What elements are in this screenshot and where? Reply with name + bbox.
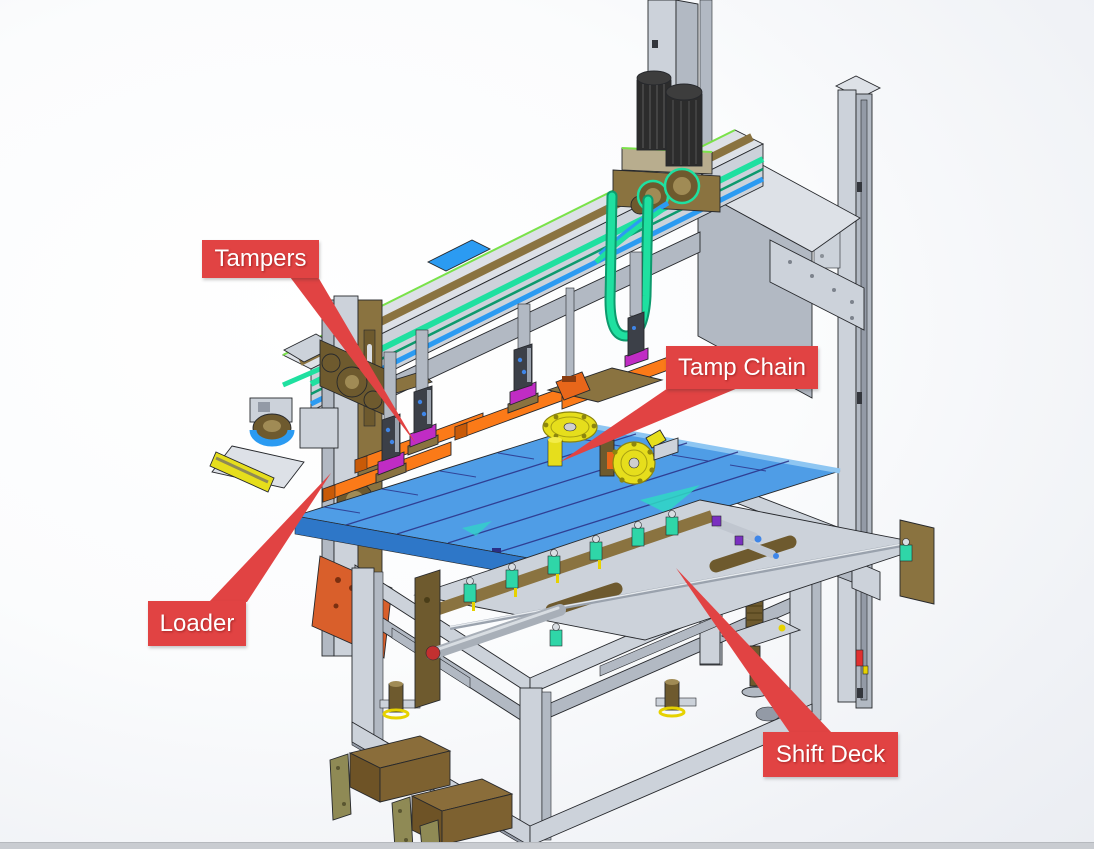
callout-shift-deck: Shift Deck (763, 732, 898, 777)
callout-label-loader: Loader (159, 609, 235, 637)
callout-leader-shift-deck (676, 568, 832, 733)
tamper-unit-2 (407, 329, 439, 456)
shift-deck-assembly (413, 499, 935, 709)
callout-label-tampers: Tampers (214, 245, 307, 272)
callout-tampers: Tampers (202, 240, 319, 278)
background-baseboard (0, 842, 1094, 849)
product-deck (294, 422, 841, 581)
right-column (813, 75, 882, 709)
leveling-feet (379, 679, 697, 720)
callout-leader-tamp-chain (560, 388, 738, 462)
fork-blocks (329, 735, 514, 849)
callout-loader: Loader (148, 601, 246, 646)
callout-tamp-chain: Tamp Chain (666, 346, 818, 389)
callout-leader-loader (209, 473, 331, 602)
tamper-unit-3 (507, 303, 539, 414)
tamper-unit-1 (375, 351, 407, 484)
callout-leader-tampers (290, 277, 416, 444)
drive-motors (594, 70, 721, 264)
callout-label-shift-deck: Shift Deck (775, 740, 886, 768)
tamp-chain-sprocket-side (599, 429, 679, 485)
loader-belt-arm (209, 397, 339, 493)
shift-deck-clamps (463, 510, 913, 647)
tamper-unit-4 (624, 251, 649, 368)
tamper-units (375, 251, 649, 484)
tamp-chain-sprocket-front (542, 411, 598, 467)
callout-label-tamp-chain: Tamp Chain (677, 353, 807, 381)
callout-leaders (209, 277, 832, 733)
timing-belt-loop (604, 190, 654, 342)
pneumatic-cylinders (711, 515, 779, 559)
tamp-chain-assembly (542, 287, 679, 485)
